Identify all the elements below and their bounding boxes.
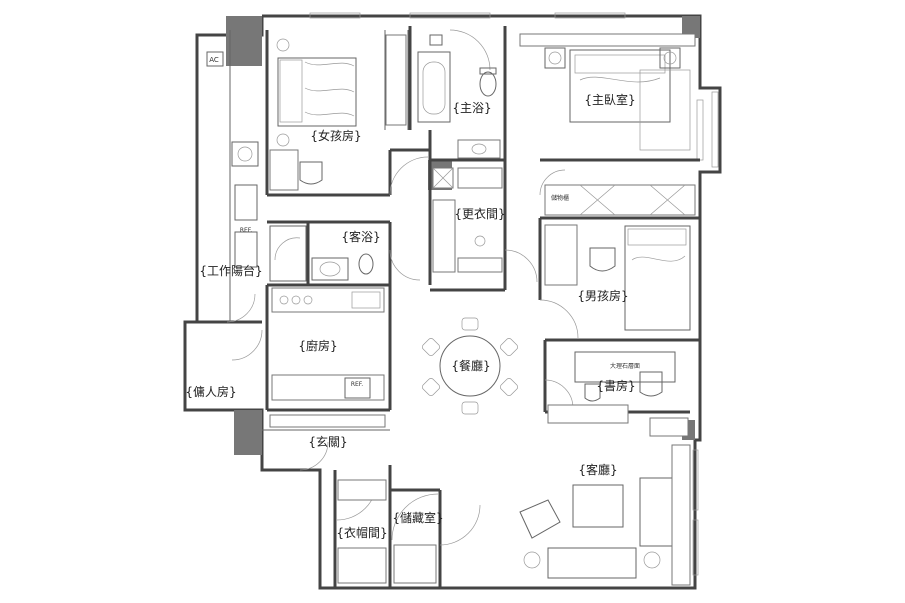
guest-bath-fixtures: [269, 225, 374, 282]
annotations: AC REF. REF. 儲物櫃 大理石層面: [209, 56, 640, 388]
label-dining-room: {餐廳}: [451, 358, 490, 373]
label-coat-room: {衣帽間}: [336, 525, 387, 540]
label-storage-room: {儲藏室}: [392, 510, 443, 525]
label-maid-room: {傭人房}: [185, 384, 236, 399]
label-master-bath: {主浴}: [452, 101, 491, 115]
columns: [226, 16, 700, 455]
label-ref-balcony: REF.: [240, 227, 252, 234]
label-study: {書房}: [596, 378, 635, 393]
label-living-room: {客廳}: [578, 462, 617, 477]
label-guest-bath: {客浴}: [341, 229, 380, 244]
label-kitchen: {廚房}: [298, 338, 337, 353]
label-ac: AC: [209, 56, 219, 64]
boy-room-furniture: [544, 224, 691, 331]
label-ref-kitchen: REF.: [351, 381, 363, 388]
kitchen-fixtures: [271, 287, 385, 401]
label-foyer: {玄關}: [308, 434, 347, 449]
label-service-balcony: {工作陽台}: [199, 263, 262, 278]
study-furniture: [547, 351, 689, 437]
label-boy-room: {男孩房}: [577, 288, 628, 303]
label-dressing-room: {更衣間}: [454, 206, 505, 221]
dining-table: [421, 317, 519, 415]
label-master-cabinet: 儲物櫃: [551, 194, 569, 202]
dressing-room-fixtures: [432, 167, 503, 273]
doors: [226, 156, 579, 546]
label-study-shelf: 大理石層面: [610, 362, 640, 370]
foyer-storage-fixtures: [269, 414, 437, 584]
balcony-fixtures: [206, 51, 259, 268]
room-labels: {女孩房} {主浴} {主臥室} {工作陽台} {客浴} {更衣間} {男孩房}…: [185, 92, 635, 540]
girl-room-furniture: [269, 34, 407, 191]
master-bedroom-furniture: [519, 33, 696, 216]
label-girl-room: {女孩房}: [310, 128, 361, 143]
label-master-bedroom: {主臥室}: [584, 92, 635, 107]
master-bath-fixtures: [417, 29, 501, 159]
living-room-furniture: [519, 444, 691, 586]
